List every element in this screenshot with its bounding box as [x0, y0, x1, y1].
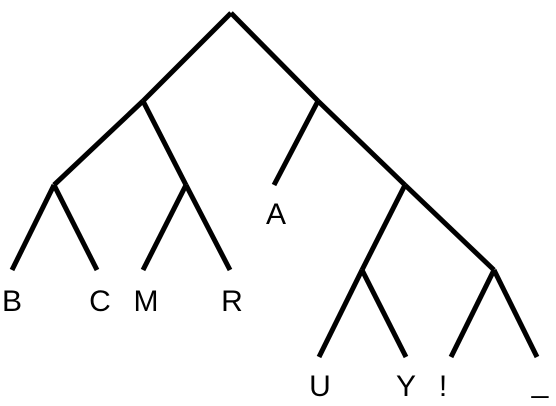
tree-edge — [316, 268, 365, 359]
tree-edge — [51, 183, 100, 272]
tree-edge — [316, 99, 407, 187]
tree-edge — [52, 99, 145, 187]
tree-edge — [140, 183, 189, 272]
leaf-label-m: M — [134, 285, 159, 318]
tree-edge — [359, 183, 408, 272]
leaf-label-c: C — [89, 285, 111, 318]
leaf-label-r: R — [221, 285, 243, 318]
tree-edge — [183, 183, 233, 272]
tree-edge — [141, 11, 233, 103]
leaf-label-a: A — [266, 198, 286, 231]
tree-edge — [448, 268, 497, 359]
leaf-label-underscore: _ — [531, 366, 550, 399]
tree-edge — [271, 99, 321, 187]
tree-edge — [229, 11, 320, 103]
tree-edge — [403, 183, 496, 272]
leaf-label-u: U — [309, 370, 331, 403]
tree-edges — [9, 11, 540, 359]
tree-edge — [9, 183, 57, 272]
leaf-label-b: B — [2, 285, 22, 318]
tree-edge — [359, 268, 409, 359]
leaf-label-y: Y — [396, 370, 416, 403]
leaf-label-exclamation: ! — [439, 370, 447, 403]
tree-edge — [491, 268, 540, 359]
tree-edge — [140, 99, 189, 187]
